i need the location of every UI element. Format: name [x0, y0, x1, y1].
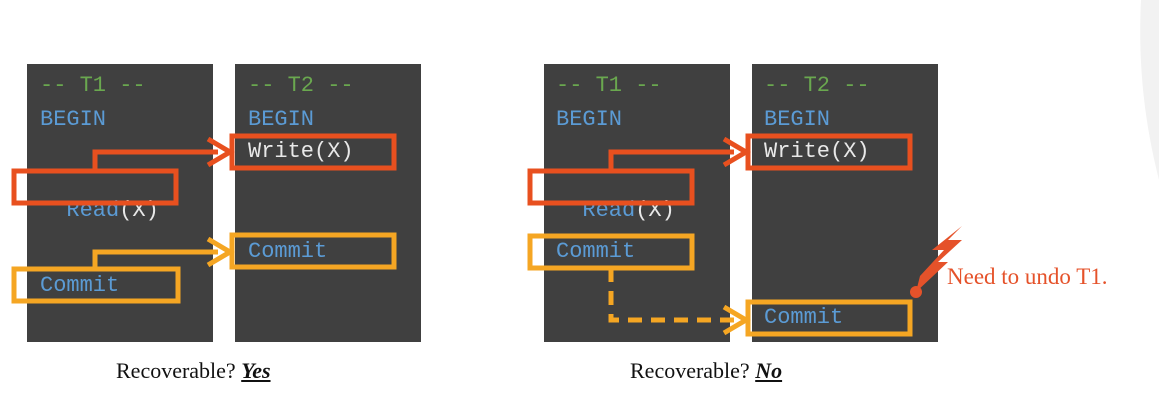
right-t2-begin: BEGIN [764, 107, 831, 132]
right-t1-header: -- T1 -- [556, 73, 662, 98]
left-t2-begin: BEGIN [248, 107, 315, 132]
left-t1-commit-box [11, 266, 181, 304]
left-caption-prefix: Recoverable? [116, 358, 236, 383]
right-t2-write: Write(X) [764, 139, 870, 164]
left-t1-begin: BEGIN [40, 107, 107, 132]
right-dependency-arrowhead [722, 136, 751, 168]
right-caption-prefix: Recoverable? [630, 358, 750, 383]
left-read-box [11, 168, 179, 206]
right-dependency-arrow [608, 149, 734, 171]
right-read-box [527, 168, 695, 206]
left-t1-header: -- T1 -- [40, 73, 146, 98]
right-t1-commit-box [527, 233, 695, 271]
right-t2-panel [752, 64, 938, 342]
left-caption-answer: Yes [241, 358, 271, 383]
left-t2-write: Write(X) [248, 139, 354, 164]
left-commit-arrow [92, 249, 218, 269]
left-t1-commit: Commit [40, 273, 120, 298]
right-t2-commit-box [745, 299, 913, 337]
left-dependency-arrowhead [206, 136, 235, 168]
left-t2-commit-box [229, 232, 397, 270]
left-commit-arrowhead [206, 236, 235, 268]
right-caption-answer: No [755, 358, 783, 383]
left-t2-header: -- T2 -- [248, 73, 354, 98]
lightning-bolt-icon [916, 226, 962, 292]
left-write-box [229, 133, 397, 171]
right-caption: Recoverable? No [630, 358, 782, 384]
right-commit-arrowhead [722, 304, 751, 336]
undo-note: Need to undo T1. [947, 264, 1108, 289]
right-commit-dashed-arrow [608, 268, 734, 323]
left-dependency-arrow [92, 149, 218, 171]
left-t2-commit: Commit [248, 239, 328, 264]
right-t1-commit: Commit [556, 239, 636, 264]
right-write-box [745, 133, 913, 171]
left-caption: Recoverable? Yes [116, 358, 271, 384]
decorative-curve [1140, 0, 1159, 180]
right-t2-commit: Commit [764, 305, 844, 330]
left-t2-panel [235, 64, 421, 342]
right-t2-header: -- T2 -- [764, 73, 870, 98]
right-t1-begin: BEGIN [556, 107, 623, 132]
